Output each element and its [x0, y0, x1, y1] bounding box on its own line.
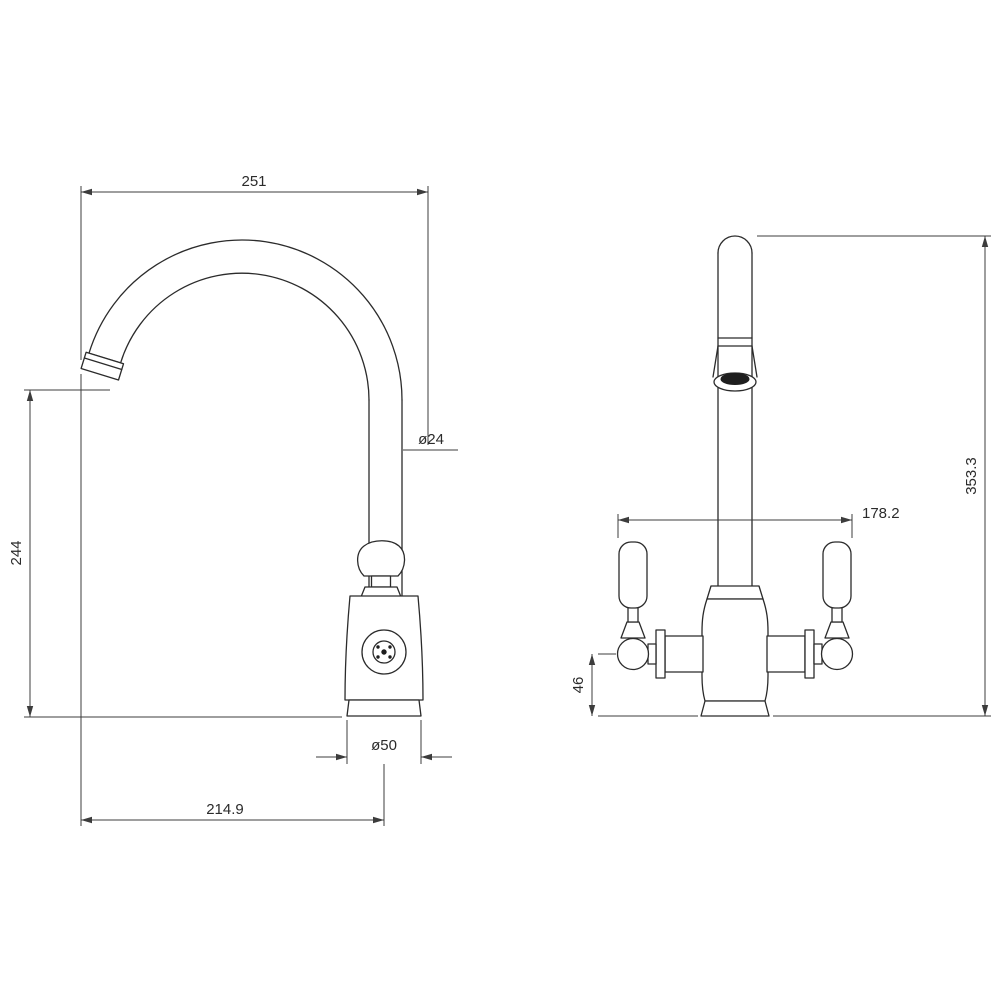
dim-label: 46: [570, 677, 587, 694]
tap-body-front: [701, 598, 769, 702]
dim-overall-height: 353.3: [757, 235, 991, 717]
left-handle: [616, 541, 704, 679]
left-lever: [618, 541, 648, 609]
arrowhead: [588, 654, 596, 665]
dim-outlet-reach: 214.9: [80, 374, 385, 826]
dim-height-to-outlet: 244: [8, 389, 342, 718]
dim-label: ø50: [371, 737, 397, 754]
base-front: [700, 700, 770, 717]
arrowhead: [417, 188, 428, 196]
arrowhead: [373, 816, 384, 824]
spout-aerator-tip: [80, 351, 125, 381]
left-arm-neck: [647, 643, 657, 665]
right-arm-flange: [804, 629, 815, 679]
right-handle: [766, 541, 854, 679]
spout-curve: [80, 239, 403, 401]
arrowhead: [618, 516, 629, 524]
right-lever-collar: [824, 621, 850, 639]
dim-handle-axis-height: 46: [570, 653, 698, 717]
front-view: [616, 235, 854, 717]
dim-label: 178.2: [862, 505, 900, 522]
arrowhead: [981, 236, 989, 247]
mounting-circle: [361, 629, 407, 675]
outlet-opening: [720, 373, 750, 385]
dim-base-diameter: ø50: [316, 720, 452, 764]
base-side: [346, 699, 422, 717]
arrowhead: [421, 753, 432, 761]
arrowhead: [336, 753, 347, 761]
left-arm-flange: [655, 629, 666, 679]
spout-column: [712, 235, 758, 587]
arrowhead: [26, 390, 34, 401]
dim-label: ø24: [418, 431, 444, 448]
arrowhead: [588, 705, 596, 716]
dim-spout-width: 251: [80, 173, 429, 445]
arrowhead: [81, 188, 92, 196]
body-flange-front: [706, 585, 764, 600]
dim-label: 244: [8, 540, 25, 565]
dim-label: 251: [241, 173, 266, 190]
arrowhead: [81, 816, 92, 824]
arrowhead: [841, 516, 852, 524]
left-pivot-bulb: [616, 637, 650, 671]
arrowhead: [26, 706, 34, 717]
dim-label: 214.9: [206, 801, 244, 818]
right-arm-neck: [813, 643, 823, 665]
right-arm: [766, 635, 806, 673]
right-pivot-bulb: [820, 637, 854, 671]
dim-handle-span: 178.2: [617, 505, 900, 538]
side-view: [80, 239, 424, 717]
left-arm: [664, 635, 704, 673]
dim-label: 353.3: [963, 457, 980, 495]
handle-side-profile: [356, 540, 406, 598]
left-lever-collar: [620, 621, 646, 639]
dim-spout-tube-diameter: ø24: [403, 431, 458, 451]
arrowhead: [981, 705, 989, 716]
right-lever: [822, 541, 852, 609]
